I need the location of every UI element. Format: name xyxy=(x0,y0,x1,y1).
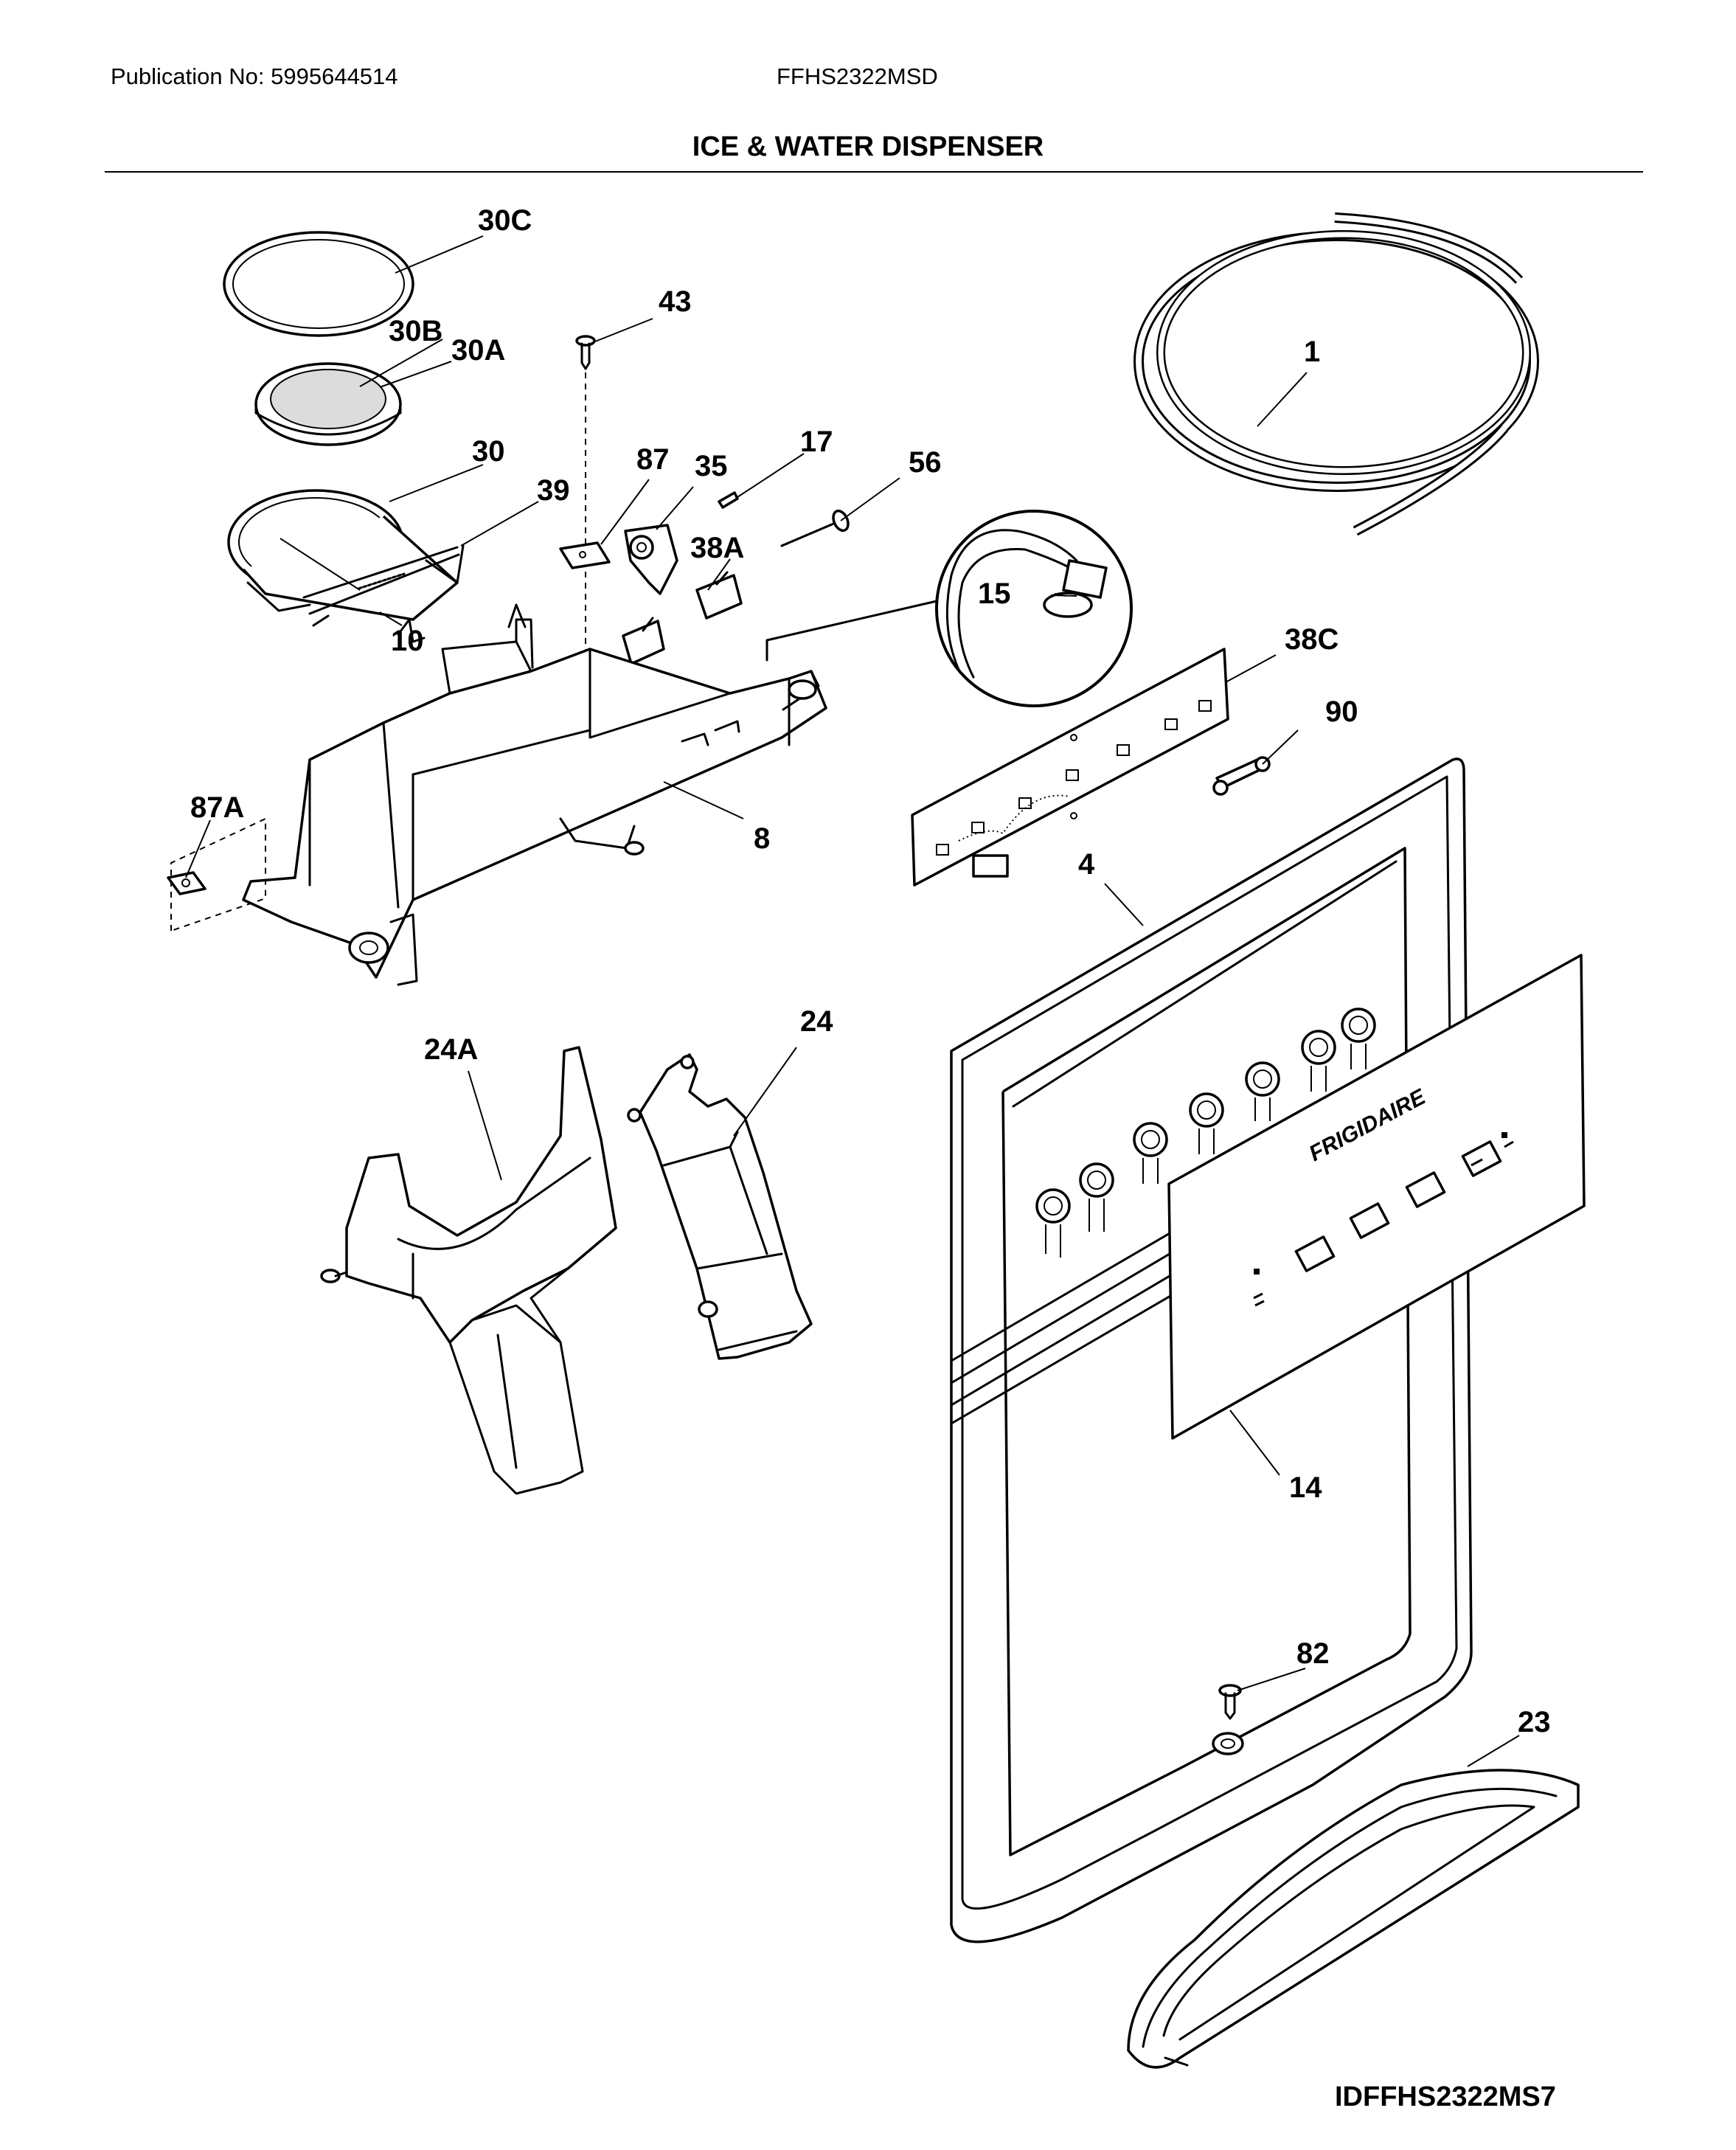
label-10: 10 xyxy=(391,625,424,657)
part-24-water-paddle[interactable] xyxy=(627,1053,813,1360)
part-43-screw[interactable] xyxy=(575,335,596,370)
page-title: ICE & WATER DISPENSER xyxy=(692,131,1044,162)
label-23: 23 xyxy=(1518,1706,1551,1738)
label-14: 14 xyxy=(1289,1471,1322,1504)
label-24a: 24A xyxy=(424,1033,478,1066)
part-30-housing[interactable] xyxy=(227,489,465,627)
part-82-screw[interactable] xyxy=(1218,1684,1242,1720)
part-87a-plate[interactable] xyxy=(167,871,206,895)
label-87a: 87A xyxy=(190,791,244,824)
label-17: 17 xyxy=(800,426,833,458)
part-90-clip[interactable] xyxy=(1212,756,1271,796)
part-23-drip-tray[interactable] xyxy=(1127,1769,1580,2069)
label-38a: 38A xyxy=(690,532,744,564)
label-24: 24 xyxy=(800,1005,833,1038)
label-30: 30 xyxy=(472,435,505,468)
label-30a: 30A xyxy=(451,334,505,367)
publication-number: Publication No: 5995644514 xyxy=(111,63,398,89)
part-35-motor[interactable] xyxy=(624,524,678,595)
part-38a-switch-b[interactable] xyxy=(695,571,743,620)
part-24a-ice-paddle[interactable] xyxy=(320,1046,617,1495)
part-8-dispenser-housing[interactable] xyxy=(242,603,827,986)
part-1-tubing[interactable] xyxy=(1133,212,1539,536)
label-56: 56 xyxy=(909,446,942,479)
label-90: 90 xyxy=(1325,696,1358,728)
part-56-screw[interactable] xyxy=(780,509,851,547)
label-8: 8 xyxy=(754,822,770,855)
label-38c: 38C xyxy=(1285,623,1339,656)
part-labels: 30C 43 30B 30A 1 30 87 35 17 56 39 38A 1… xyxy=(190,204,1551,1738)
part-87-plate[interactable] xyxy=(559,541,611,569)
part-38c-control-board[interactable] xyxy=(911,648,1229,887)
part-17-screw[interactable] xyxy=(718,491,739,509)
label-15: 15 xyxy=(978,578,1011,610)
label-43: 43 xyxy=(659,285,692,318)
model-number: FFHS2322MSD xyxy=(777,63,938,89)
part-38a-switch-a[interactable] xyxy=(622,617,665,665)
leader-lines xyxy=(185,235,1520,1767)
diagram-id: IDFFHS2322MS7 xyxy=(1335,2081,1556,2112)
label-82: 82 xyxy=(1296,1637,1330,1670)
label-1: 1 xyxy=(1304,336,1320,368)
label-30c: 30C xyxy=(478,204,532,237)
part-15-connector[interactable] xyxy=(1043,559,1108,618)
part-14-overlay[interactable]: FRIGIDAIRE xyxy=(1167,954,1586,1440)
label-39: 39 xyxy=(537,474,570,507)
label-4: 4 xyxy=(1078,848,1095,881)
detail-circle xyxy=(935,510,1133,707)
label-87: 87 xyxy=(636,443,670,476)
label-30b: 30B xyxy=(389,315,442,347)
bezel-buttons xyxy=(1035,1008,1376,1258)
part-30c-gasket[interactable] xyxy=(223,231,414,337)
header-rule xyxy=(105,171,1643,173)
label-35: 35 xyxy=(695,450,728,482)
